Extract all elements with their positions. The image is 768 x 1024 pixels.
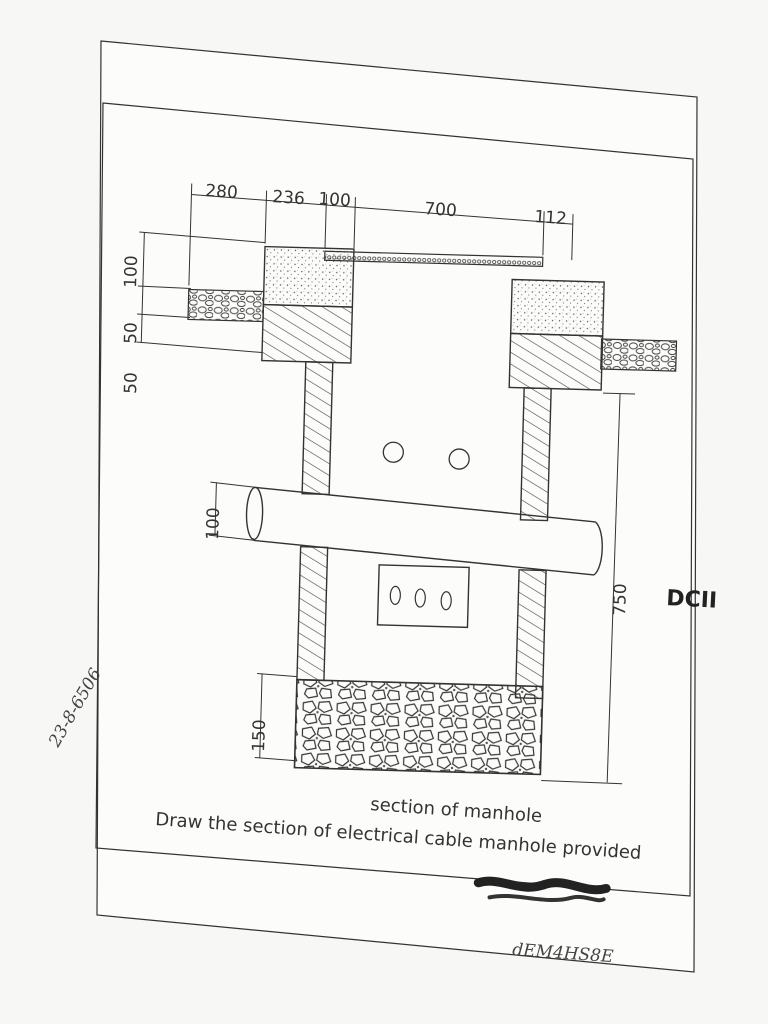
redacted-signature <box>473 876 611 903</box>
left-pebble-fill <box>187 288 265 323</box>
right-wall-lower <box>514 569 547 700</box>
dim-pipe-100: 100 <box>203 507 224 540</box>
pipe-end-right <box>593 521 603 576</box>
dim-150: 150 <box>249 719 270 752</box>
dim-280: 280 <box>205 181 239 203</box>
cable-block-hole-1 <box>389 585 401 605</box>
height-dimension-lines <box>541 392 636 785</box>
manhole-drawing <box>136 183 678 785</box>
cable-pipe <box>253 486 596 576</box>
stone-base <box>293 678 544 776</box>
right-brick-course <box>508 332 604 391</box>
right-pebble-fill <box>600 338 678 372</box>
dim-236: 236 <box>272 187 306 209</box>
dim-100-left: 100 <box>121 255 142 288</box>
dim-700: 700 <box>424 199 458 221</box>
dc-stamp: DCII <box>666 586 718 614</box>
cable-block <box>376 564 470 629</box>
inner-frame <box>95 102 694 897</box>
cable-hole-left <box>382 441 404 463</box>
left-wall-upper <box>301 361 334 496</box>
left-dimension-lines <box>136 231 266 354</box>
left-wall-lower <box>296 545 329 682</box>
manhole-cover <box>324 250 544 267</box>
base-dimension-lines <box>254 673 298 762</box>
top-dimension-line <box>188 183 574 286</box>
right-wall-upper <box>519 387 552 522</box>
pipe-dimension-lines <box>208 481 257 541</box>
right-concrete-slab <box>509 278 605 337</box>
dim-750: 750 <box>610 583 631 616</box>
dim-112: 112 <box>534 207 568 229</box>
cable-block-hole-2 <box>414 588 426 608</box>
left-brick-course <box>261 303 354 364</box>
cable-hole-right <box>448 448 470 470</box>
dim-50-upper: 50 <box>121 322 142 344</box>
cable-block-hole-3 <box>440 591 452 611</box>
dim-50-lower: 50 <box>121 372 142 394</box>
dim-100-top: 100 <box>318 189 352 211</box>
